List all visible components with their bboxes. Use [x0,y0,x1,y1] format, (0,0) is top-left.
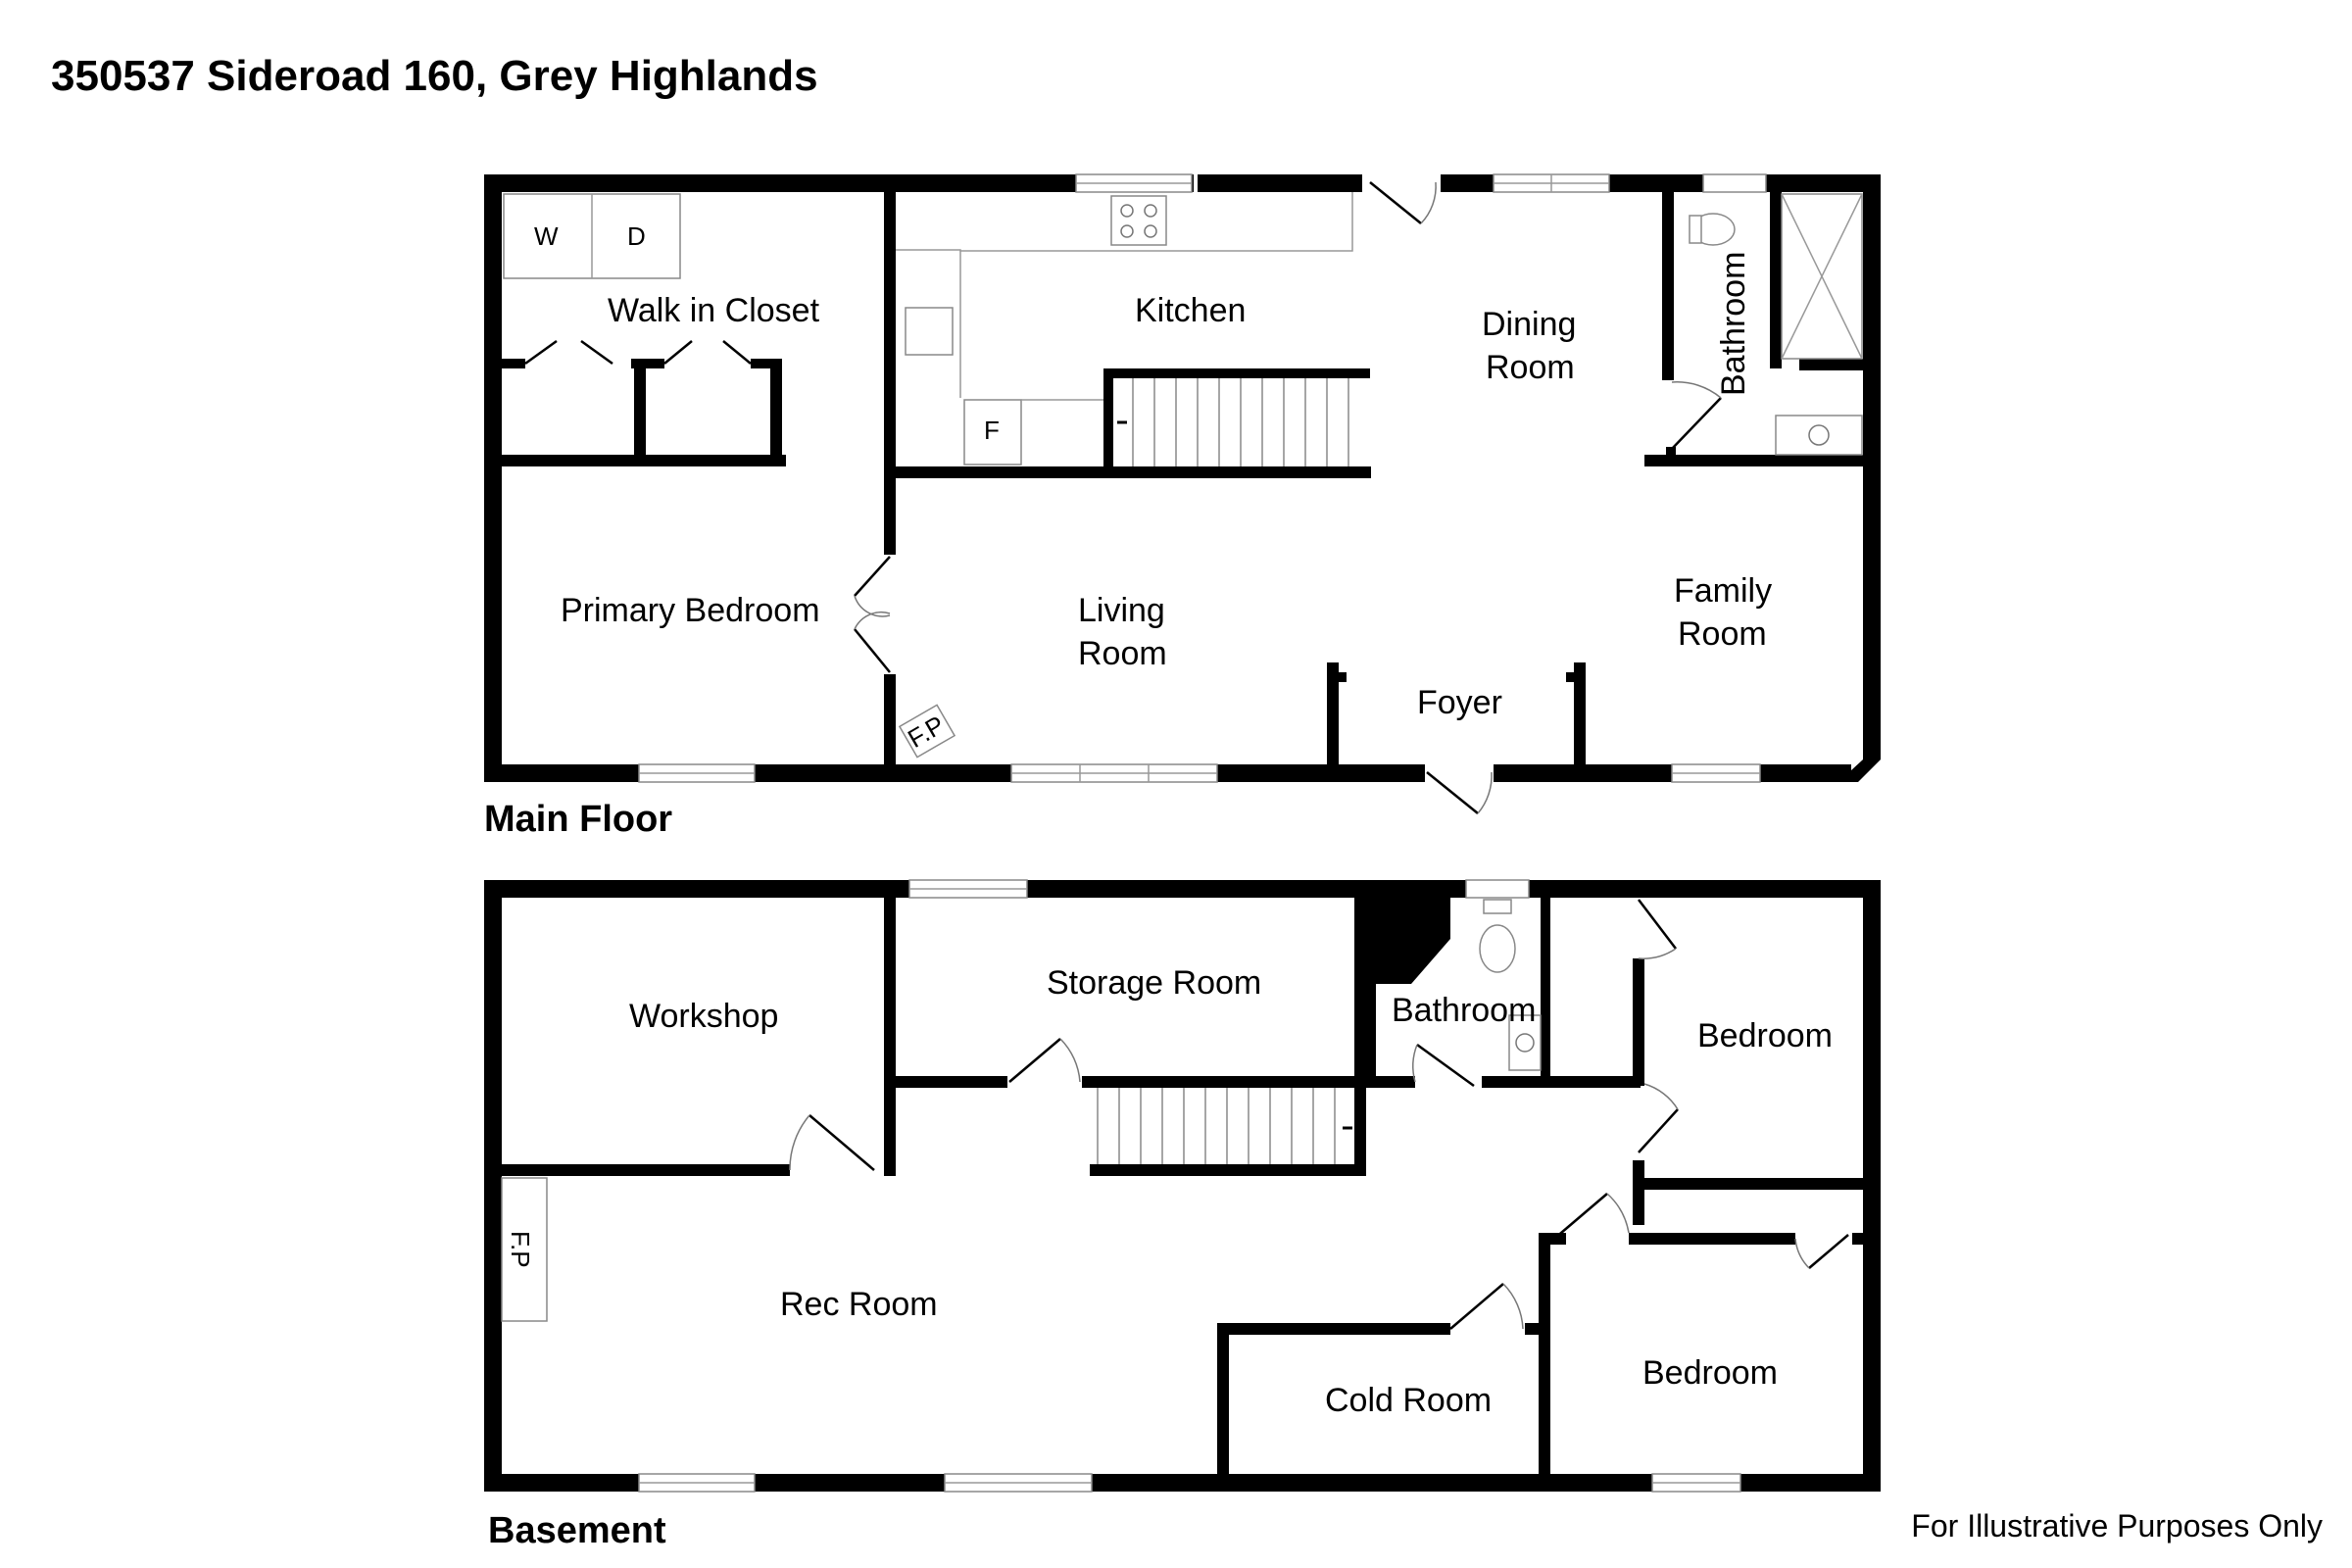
bedroom-door [1553,1193,1608,1240]
workshop-door [808,1114,875,1171]
room-dining-line1: Dining [1482,306,1576,343]
window [1465,879,1530,899]
staircase [1117,378,1349,466]
window [1702,173,1767,193]
main-floor-label: Main Floor [484,799,672,840]
cold-room-wall [1217,1323,1229,1478]
storage-wall [896,1076,1007,1088]
room-bedroom-1: Bedroom [1697,1017,1833,1054]
room-family-line2: Room [1678,615,1767,653]
bedroom-wall [1539,1233,1550,1478]
fridge [963,399,1022,466]
room-living-line2: Room [1078,635,1167,672]
bathroom-door [1416,1043,1475,1088]
bathroom-door [1671,397,1722,450]
workshop-wall [502,1164,790,1176]
stove [1110,195,1167,246]
room-bathroom-main: Bathroom [1715,252,1752,396]
wall-south [484,1474,1881,1492]
room-bathroom-basement: Bathroom [1392,992,1536,1029]
room-walk-in-closet: Walk in Closet [608,292,820,329]
washer-label: W [534,221,559,251]
front-door-opening [1425,762,1494,784]
front-door [1426,771,1479,814]
wall-west [484,174,502,782]
kitchen-sink [905,307,954,356]
stair-wall [1103,368,1370,378]
room-kitchen: Kitchen [1135,292,1246,329]
room-family-line1: Family [1674,572,1772,610]
room-dining-line2: Room [1486,349,1575,386]
bedroom-wall [1633,958,1644,1078]
room-cold-room: Cold Room [1325,1382,1492,1419]
bedroom-kitchen-wall [884,192,896,468]
room-foyer: Foyer [1417,684,1502,721]
closet-divider [770,359,782,466]
closet-door [1808,1234,1849,1269]
foyer-wall [1574,662,1586,766]
bath-sink [1775,415,1863,456]
disclaimer: For Illustrative Purposes Only [1911,1508,2323,1544]
bedroom-door [1638,1108,1679,1153]
stair-wall [1090,1164,1366,1176]
bathroom-family-wall [1644,455,1863,466]
wall-east [1863,174,1881,745]
room-rec-room: Rec Room [780,1286,938,1323]
bedroom-divider [1629,1233,1795,1245]
storage-door [1008,1038,1061,1083]
room-storage: Storage Room [1047,964,1261,1002]
kitchen-living-wall [884,466,1371,478]
workshop-storage-wall [884,898,896,1176]
staircase [1097,1088,1352,1164]
basement-plan: F.P Workshop Storage Room Bathroom Bedro… [484,879,1881,1551]
chimney [1364,898,1450,984]
main-floor-plan: W D F [484,172,1881,840]
dryer-label: D [627,221,646,251]
cold-room-door [1449,1283,1504,1330]
wall-west [484,880,502,1492]
fireplace [501,1177,548,1322]
door [1369,181,1422,224]
closet-divider [634,359,646,466]
fireplace-label: F.P [506,1231,535,1268]
toilet [1479,924,1516,973]
fridge-label: F [984,416,1000,445]
fireplace: F.P [898,704,956,759]
bathroom-wall [1662,192,1674,380]
entry-door-opening [1362,172,1441,194]
basement-label: Basement [488,1510,666,1551]
wall-north [484,880,1881,898]
bathroom-wall [1482,1076,1641,1088]
bath-sink [1508,1014,1542,1071]
room-bedroom-2: Bedroom [1642,1354,1778,1392]
page-title: 350537 Sideroad 160, Grey Highlands [51,52,818,100]
room-primary-bedroom: Primary Bedroom [561,592,820,629]
foyer-wall [1327,662,1339,766]
room-living-line1: Living [1078,592,1165,629]
room-workshop: Workshop [629,998,778,1035]
